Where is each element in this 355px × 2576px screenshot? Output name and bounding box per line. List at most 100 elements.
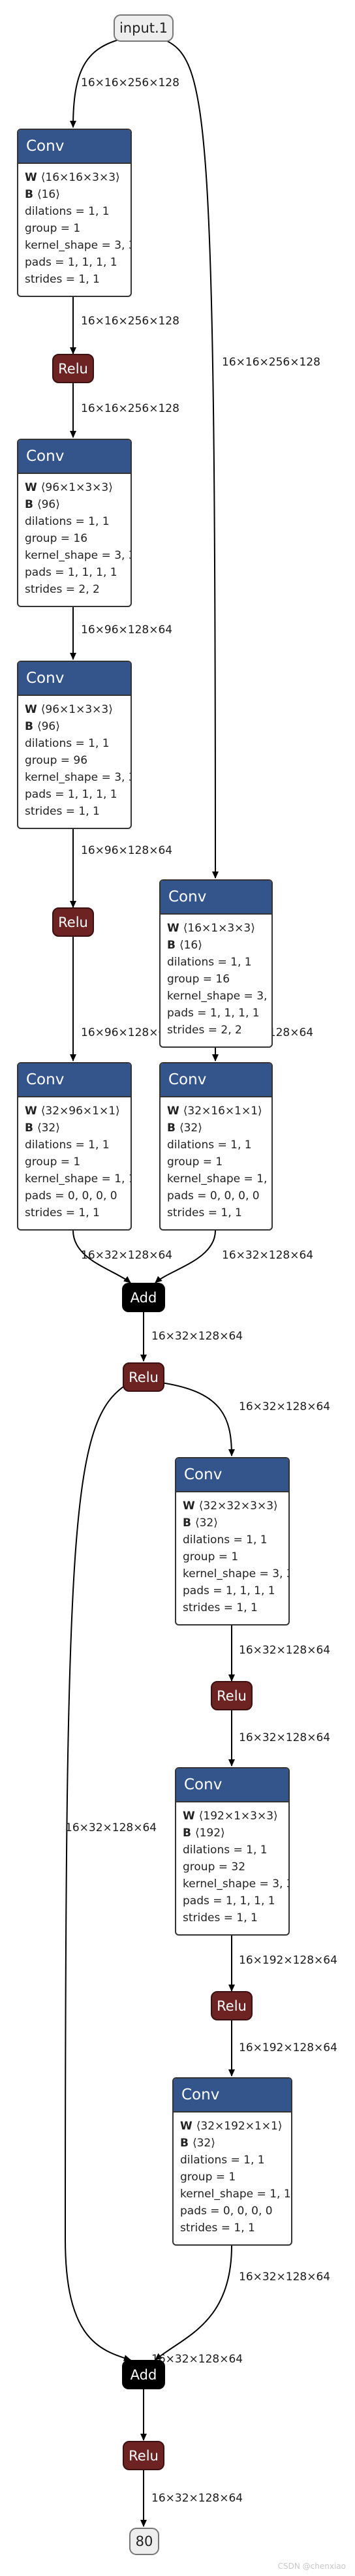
output-node[interactable]: 80 — [129, 2528, 159, 2555]
conv-attr-dilations: dilations = 1, 1 — [167, 956, 252, 969]
relu-label: Relu — [58, 360, 88, 377]
edge-label: 16×16×256×128 — [222, 356, 320, 369]
conv-attr-group: group = 1 — [180, 2171, 236, 2184]
conv-attr-kernel-shape: kernel_shape = 3, 3 — [25, 771, 132, 784]
conv-attr-strides: strides = 1, 1 — [25, 1206, 100, 1219]
conv-bias-shape: ⟨96⟩ — [37, 720, 60, 733]
edge-label: 16×32×128×64 — [239, 1400, 331, 1413]
conv-attr-pads: pads = 1, 1, 1, 1 — [25, 256, 117, 269]
conv-bias-shape: ⟨16⟩ — [37, 188, 60, 201]
conv-attr-dilations: dilations = 1, 1 — [25, 737, 110, 750]
edge-label: 16×16×256×128 — [81, 402, 179, 415]
conv-attr-strides: strides = 1, 1 — [180, 2222, 255, 2235]
edge-label: 16×16×256×128 — [81, 76, 179, 89]
add-label: Add — [130, 1289, 157, 1306]
relu-label: Relu — [58, 914, 88, 930]
conv-weight-shape: ⟨32×16×1×1⟩ — [183, 1105, 262, 1118]
conv-attr-dilations: dilations = 1, 1 — [167, 1139, 252, 1152]
relu-label: Relu — [129, 1369, 159, 1385]
conv-node-5[interactable]: Conv W⟨16×1×3×3⟩ B⟨16⟩ dilations = 1, 1 … — [159, 879, 273, 1048]
conv-attr-dilations: dilations = 1, 1 — [183, 1533, 268, 1547]
conv-weight-shape: ⟨32×192×1×1⟩ — [196, 2120, 283, 2133]
relu-node-3[interactable]: Relu — [123, 1362, 164, 1392]
conv-node-6[interactable]: Conv W⟨32×16×1×1⟩ B⟨32⟩ dilations = 1, 1… — [159, 1062, 273, 1231]
edge-label: 16×32×128×64 — [151, 2492, 243, 2505]
conv-attr-kernel-shape: kernel_shape = 3, 3 — [183, 1877, 290, 1891]
conv-attr-pads: pads = 1, 1, 1, 1 — [183, 1894, 275, 1908]
conv-weight-shape: ⟨16×1×3×3⟩ — [183, 922, 255, 935]
conv-attr-kernel-shape: kernel_shape = 1, 1 — [167, 1172, 273, 1186]
conv-attr-group: group = 1 — [25, 222, 81, 235]
conv-bias-shape: ⟨32⟩ — [179, 1122, 202, 1135]
conv-bias-shape: ⟨32⟩ — [192, 2137, 215, 2150]
conv-attr-strides: strides = 2, 2 — [167, 1024, 242, 1037]
watermark: CSDN @chenxiao — [277, 2562, 346, 2571]
conv-attr-group: group = 1 — [25, 1155, 81, 1169]
conv-node-7[interactable]: Conv W⟨32×32×3×3⟩ B⟨32⟩ dilations = 1, 1… — [175, 1457, 290, 1626]
conv-attr-group: group = 32 — [183, 1861, 246, 1874]
conv-attr-strides: strides = 1, 1 — [167, 1206, 242, 1219]
conv-attr-dilations: dilations = 1, 1 — [25, 1139, 110, 1152]
relu-node-1[interactable]: Relu — [52, 354, 94, 383]
conv-bias-shape: ⟨192⟩ — [194, 1827, 225, 1840]
edge-label: 16×32×128×64 — [65, 1821, 157, 1834]
conv-bias-shape: ⟨16⟩ — [179, 939, 202, 952]
conv-attr-strides: strides = 1, 1 — [25, 273, 100, 286]
conv-attr-kernel-shape: kernel_shape = 3, 3 — [183, 1567, 290, 1580]
edge-label: 16×32×128×64 — [239, 2270, 331, 2284]
conv-weight-shape: ⟨96×1×3×3⟩ — [40, 481, 113, 494]
conv-attr-group: group = 1 — [167, 1155, 223, 1169]
conv-attr-strides: strides = 2, 2 — [25, 583, 100, 596]
conv-attr-group: group = 16 — [167, 973, 230, 986]
conv-attr-group: group = 96 — [25, 754, 88, 767]
conv-attr-pads: pads = 1, 1, 1, 1 — [183, 1584, 275, 1597]
edge-conv9-add2 — [155, 2245, 232, 2361]
conv-node-2[interactable]: Conv W⟨96×1×3×3⟩ B⟨96⟩ dilations = 1, 1 … — [17, 439, 132, 607]
edge-skip — [64, 1381, 131, 2361]
conv-attr-kernel-shape: kernel_shape = 1, 1 — [25, 1172, 132, 1186]
conv-node-3[interactable]: Conv W⟨96×1×3×3⟩ B⟨96⟩ dilations = 1, 1 … — [17, 661, 132, 829]
conv-attr-dilations: dilations = 1, 1 — [183, 1844, 268, 1857]
relu-node-6[interactable]: Relu — [123, 2441, 164, 2470]
conv-weight-shape: ⟨96×1×3×3⟩ — [40, 703, 113, 716]
edge-label: 16×32×128×64 — [151, 1330, 243, 1343]
edge-label: 16×96×128×64 — [81, 623, 173, 636]
edge-label: 16×32×128×64 — [239, 1731, 331, 1744]
conv-title: Conv — [161, 1063, 271, 1097]
conv-attr-strides: strides = 1, 1 — [183, 1911, 258, 1924]
edge-input-conv1 — [70, 39, 121, 128]
edge-label: 16×96×128×64 — [81, 1026, 173, 1039]
output-node-label: 80 — [135, 2534, 153, 2549]
conv-node-9[interactable]: Conv W⟨32×192×1×1⟩ B⟨32⟩ dilations = 1, … — [172, 2077, 292, 2246]
relu-label: Relu — [217, 1998, 247, 2014]
relu-node-4[interactable]: Relu — [211, 1681, 253, 1710]
conv-attr-group: group = 1 — [183, 1550, 239, 1563]
edge-conv6-add1 — [155, 1230, 216, 1283]
conv-title: Conv — [176, 1458, 288, 1492]
conv-node-1[interactable]: Conv W⟨16×16×3×3⟩ B⟨16⟩ dilations = 1, 1… — [17, 129, 132, 297]
conv-node-4[interactable]: Conv W⟨32×96×1×1⟩ B⟨32⟩ dilations = 1, 1… — [17, 1062, 132, 1231]
relu-node-2[interactable]: Relu — [52, 907, 94, 937]
conv-node-8[interactable]: Conv W⟨192×1×3×3⟩ B⟨192⟩ dilations = 1, … — [175, 1767, 290, 1936]
edge-label: 16×32×128×64 — [81, 1249, 173, 1262]
edge-conv4-add1 — [72, 1230, 131, 1283]
conv-attr-kernel-shape: kernel_shape = 3, 3 — [25, 549, 132, 562]
input-node[interactable]: input.1 — [114, 14, 174, 42]
conv-attr-kernel-shape: kernel_shape = 3, 3 — [167, 990, 273, 1003]
conv-attr-pads: pads = 0, 0, 0, 0 — [25, 1189, 117, 1202]
conv-attr-pads: pads = 1, 1, 1, 1 — [25, 566, 117, 579]
add-label: Add — [130, 2366, 157, 2383]
add-node-1[interactable]: Add — [122, 1283, 165, 1312]
conv-title: Conv — [176, 1768, 288, 1802]
conv-attr-group: group = 16 — [25, 532, 88, 545]
relu-label: Relu — [217, 1688, 247, 1704]
conv-title: Conv — [18, 440, 131, 474]
relu-node-5[interactable]: Relu — [211, 1991, 253, 2020]
add-node-2[interactable]: Add — [122, 2360, 165, 2389]
conv-title: Conv — [18, 662, 131, 696]
edge-label: 16×192×128×64 — [239, 2041, 337, 2054]
input-node-label: input.1 — [119, 20, 168, 36]
conv-attr-strides: strides = 1, 1 — [25, 805, 100, 818]
